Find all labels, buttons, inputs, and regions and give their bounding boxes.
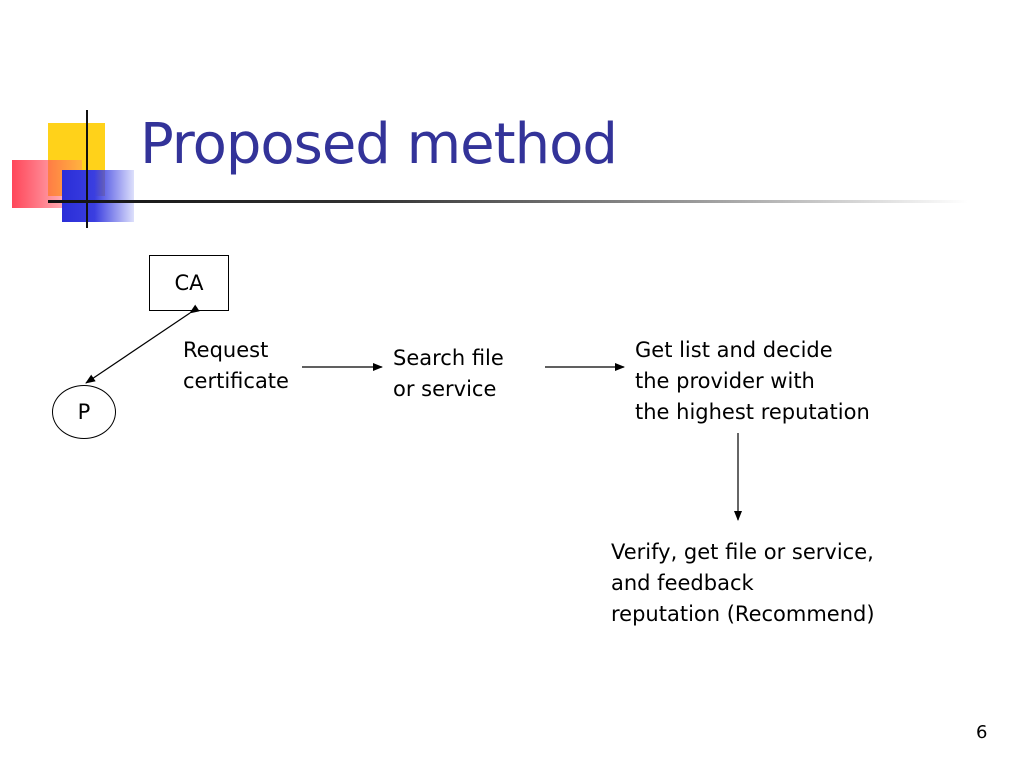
step-text-line: the provider with bbox=[635, 369, 815, 393]
ca-node-label: CA bbox=[174, 271, 204, 295]
step-get-list: Get list and decide the provider with th… bbox=[635, 335, 870, 428]
step-text-line: Get list and decide bbox=[635, 338, 833, 362]
step-request-certificate: Request certificate bbox=[183, 335, 289, 397]
title-underline bbox=[48, 200, 968, 203]
step-text-line: Search file bbox=[393, 346, 504, 370]
ca-node: CA bbox=[149, 255, 229, 311]
step-text-line: the highest reputation bbox=[635, 400, 870, 424]
step-verify-feedback: Verify, get file or service, and feedbac… bbox=[611, 537, 875, 630]
step-text-line: Verify, get file or service, bbox=[611, 540, 874, 564]
step-text-line: reputation (Recommend) bbox=[611, 602, 875, 626]
step-text-line: Request bbox=[183, 338, 269, 362]
slide-title: Proposed method bbox=[140, 112, 618, 177]
peer-node-label: P bbox=[77, 400, 91, 424]
step-text-line: or service bbox=[393, 377, 497, 401]
decorative-blue-square bbox=[62, 170, 134, 222]
step-text-line: certificate bbox=[183, 369, 289, 393]
peer-node: P bbox=[52, 385, 116, 439]
ca-peer-arrow bbox=[85, 304, 200, 384]
step-search-file: Search file or service bbox=[393, 343, 504, 405]
page-number: 6 bbox=[976, 722, 988, 743]
step-text-line: and feedback bbox=[611, 571, 754, 595]
decorative-vertical-line bbox=[86, 110, 88, 228]
